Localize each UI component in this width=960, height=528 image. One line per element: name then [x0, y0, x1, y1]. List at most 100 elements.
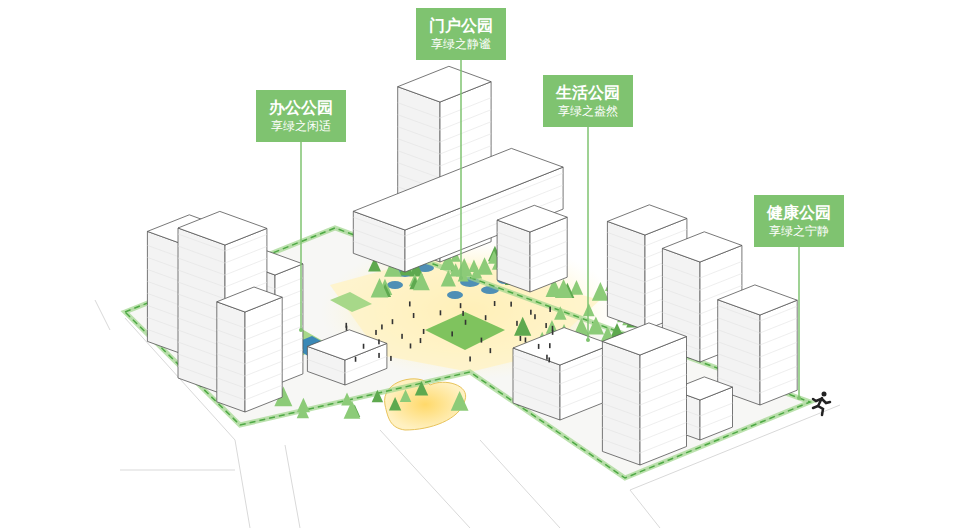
- building-roof: [497, 205, 567, 232]
- person: [525, 337, 527, 342]
- person: [516, 321, 518, 326]
- person: [378, 339, 380, 344]
- building-roof: [607, 205, 687, 235]
- floor-line: [602, 363, 686, 382]
- person: [494, 301, 496, 306]
- person: [390, 356, 392, 361]
- building-face: [760, 300, 797, 405]
- tree: [372, 390, 383, 403]
- floor-line: [513, 352, 611, 372]
- park-name: 健康公园: [766, 202, 832, 223]
- building-roof: [602, 323, 686, 355]
- leader-dot: [459, 276, 463, 280]
- building: [513, 328, 611, 420]
- park-slogan: 享绿之宁静: [766, 223, 832, 240]
- tree: [588, 316, 604, 334]
- floor-line: [602, 399, 686, 418]
- floor-line: [602, 411, 686, 430]
- tree: [371, 278, 389, 298]
- floor-line: [513, 376, 611, 396]
- person: [363, 344, 365, 349]
- building-face: [245, 297, 282, 412]
- green-loop-dash: [125, 228, 810, 478]
- floor-line: [217, 373, 282, 388]
- park-slogan: 享绿之盎然: [555, 103, 621, 120]
- floor-line: [602, 351, 686, 370]
- person: [413, 313, 415, 318]
- floor-line: [602, 423, 686, 442]
- building-roof: [718, 285, 798, 315]
- park-slogan: 享绿之静谧: [428, 36, 494, 53]
- tree: [554, 306, 566, 320]
- tree: [570, 280, 583, 295]
- floor-line: [217, 337, 282, 352]
- floor-line: [217, 349, 282, 364]
- floor-line: [718, 306, 798, 321]
- tree: [450, 263, 462, 276]
- floor-line: [497, 229, 567, 244]
- tree: [592, 282, 609, 301]
- park-label-box: 门户公园享绿之静谧: [416, 8, 506, 60]
- person: [485, 315, 487, 320]
- building-face: [640, 337, 687, 466]
- leader-dot: [586, 338, 590, 342]
- leader-line: [299, 110, 303, 332]
- tree: [389, 397, 401, 411]
- person: [465, 320, 467, 325]
- park-label-box: 健康公园享绿之宁静: [754, 195, 844, 247]
- tree: [458, 270, 469, 282]
- floor-line: [178, 234, 267, 251]
- runner-icon: [813, 392, 830, 416]
- person: [451, 331, 453, 336]
- person: [481, 338, 483, 343]
- floor-line: [398, 122, 491, 142]
- person: [460, 303, 462, 308]
- floor-line: [662, 273, 742, 290]
- building-roof: [398, 66, 491, 102]
- floor-line: [217, 325, 282, 340]
- floor-line: [513, 388, 611, 408]
- green-loop: [125, 228, 810, 478]
- tree: [514, 317, 531, 336]
- park-name: 门户公园: [428, 15, 494, 36]
- person: [552, 330, 554, 335]
- person: [469, 356, 471, 361]
- leader-stroke: [300, 110, 302, 330]
- floor-line: [398, 98, 491, 118]
- park-name: 生活公园: [555, 82, 621, 103]
- floor-line: [398, 110, 491, 130]
- building-roof: [662, 232, 742, 262]
- person: [375, 330, 377, 335]
- tree: [583, 303, 595, 316]
- building-roof: [307, 330, 387, 360]
- leader-stroke: [460, 28, 462, 278]
- person: [355, 357, 357, 362]
- floor-line: [217, 385, 282, 400]
- person: [549, 343, 551, 348]
- floor-line: [513, 364, 611, 384]
- tree: [415, 381, 428, 396]
- leader-line: [459, 28, 463, 280]
- person: [440, 310, 442, 315]
- tree: [413, 272, 430, 291]
- building-face: [217, 302, 245, 412]
- building: [307, 330, 387, 385]
- park-name: 办公公园: [268, 97, 334, 118]
- floor-line: [307, 356, 387, 373]
- tree: [451, 391, 469, 411]
- person: [420, 338, 422, 343]
- building: [217, 287, 282, 412]
- person: [545, 323, 547, 328]
- floor-line: [217, 361, 282, 376]
- leader-dot: [299, 328, 303, 332]
- person: [346, 326, 348, 331]
- floor-line: [217, 313, 282, 328]
- floor-line: [178, 270, 267, 287]
- person: [534, 314, 536, 319]
- tree: [344, 400, 361, 418]
- floor-line: [398, 134, 491, 154]
- park-label-box: 生活公园享绿之盎然: [543, 75, 633, 127]
- leader-stroke: [587, 95, 589, 340]
- person: [538, 344, 540, 349]
